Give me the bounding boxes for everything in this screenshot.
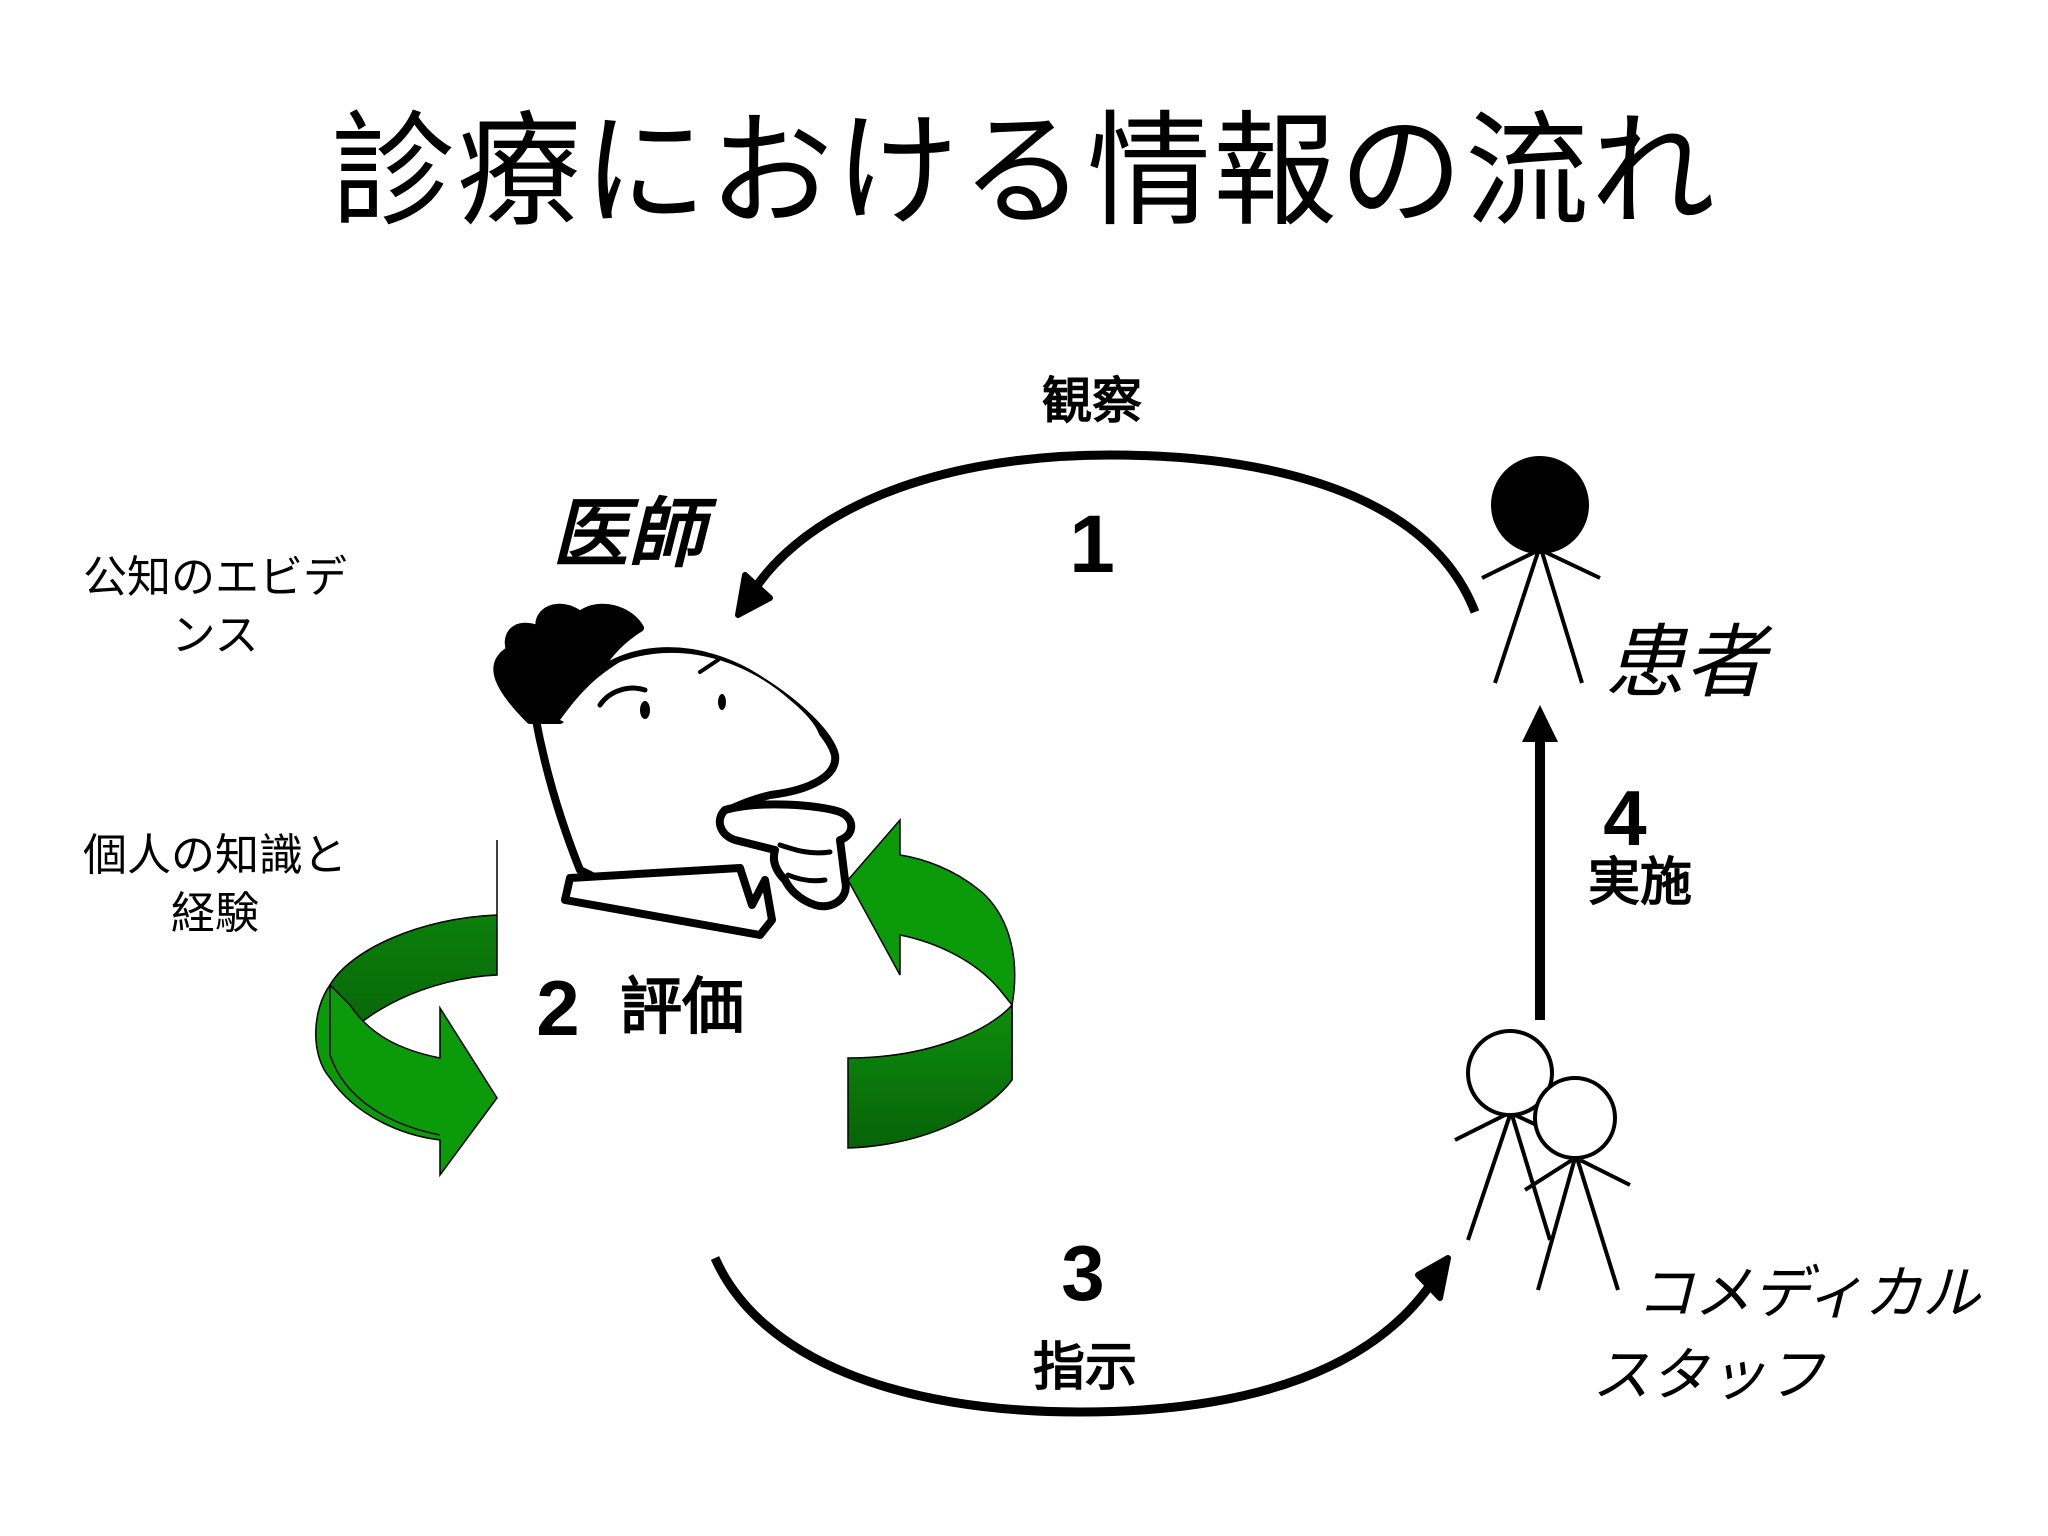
left-cycle-arrow (315, 840, 498, 1178)
page-title: 診療における情報の流れ (330, 100, 1717, 244)
evaluation-label: 評価 (620, 973, 744, 1042)
personal-knowledge-line2: 経験 (171, 888, 259, 939)
instruction-arrow (710, 1256, 1444, 1417)
staff-stick-figures (1454, 1029, 1631, 1291)
observation-label: 観察 (1042, 373, 1142, 429)
public-evidence-line1: 公知のエビデ (83, 552, 347, 603)
comedical-line1: コメディカル (1636, 1259, 1982, 1327)
comedical-line2: スタッフ (1592, 1341, 1826, 1409)
implementation-label: 実施 (1588, 854, 1692, 912)
step-3-number: 3 (1061, 1229, 1104, 1317)
patient-stick-figure (1481, 456, 1601, 684)
step-2-number: 2 (536, 964, 579, 1052)
public-evidence-line2: ンス (171, 610, 258, 661)
observation-arrow (741, 450, 1480, 614)
instruction-arrowhead (1415, 1255, 1451, 1301)
implementation-arrowhead (1522, 705, 1558, 742)
doctor-label: 医師 (552, 489, 718, 578)
observation-arrowhead (735, 572, 773, 618)
right-cycle-arrow (847, 817, 1016, 1149)
patient-label: 患者 (1605, 616, 1773, 709)
step-1-number: 1 (1069, 499, 1115, 590)
step-4-number: 4 (1603, 774, 1646, 862)
personal-knowledge-line1: 個人の知識と (83, 830, 347, 881)
doctor-figure (493, 603, 856, 939)
instruction-label: 指示 (1033, 1339, 1137, 1397)
